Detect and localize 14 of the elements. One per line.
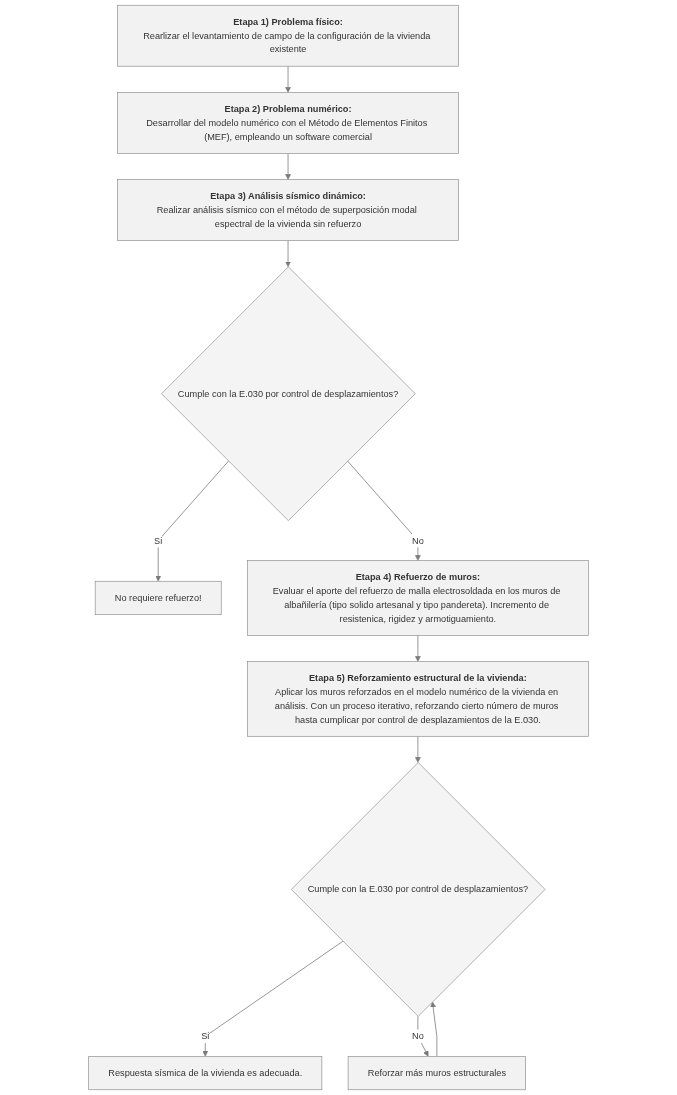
node-box: Etapa 5) Reforzamiento estructural de la vivienda: Aplicar los muros reforzados en el modelo numérico de la vivienda en análisis. Con un proceso iterativo, reforzando cierto número de muros hasta cumplicar por control de desplazamientos de la E.030.	[247, 661, 589, 737]
node-box: Etapa 4) Refuerzo de muros: Evaluar el aporte del refuerzo de malla electrosoldada en los muros de albañilería (tipo solido artesanal y tipo pandereta). Incremento de resistenica, rigidez y armotiguamiento.	[247, 560, 589, 636]
edge-label: No	[412, 1030, 424, 1042]
node-box: Etapa 1) Problema físico: Rearlizar el levantamiento de campo de la configuración de la vivienda existente	[117, 4, 459, 67]
edge-label: Si	[201, 1030, 210, 1042]
node-diamond: Cumple con la E.030 por control de desplazamientos?	[290, 762, 546, 1017]
node-box: Etapa 3) Análisis sísmico dinámico: Realizar análisis sísmico con el método de superposición modal espectral de la vivienda sin refuerzo	[117, 179, 459, 241]
edge-label: No	[412, 535, 424, 546]
node-box: Respuesta sísmica de la vivienda es adecuada.	[88, 1056, 323, 1091]
node-diamond: Cumple con la E.030 por control de desplazamientos?	[161, 266, 416, 521]
node-box: Etapa 2) Problema numérico: Desarrollar del modelo numérico con el Método de Elementos Finitos (MEF), empleando un software comercial	[117, 92, 459, 154]
edge-label: Si	[154, 535, 163, 546]
node-box: No requiere refuerzo!	[94, 580, 222, 616]
node-box: Reforzar más muros estructurales	[347, 1056, 526, 1091]
